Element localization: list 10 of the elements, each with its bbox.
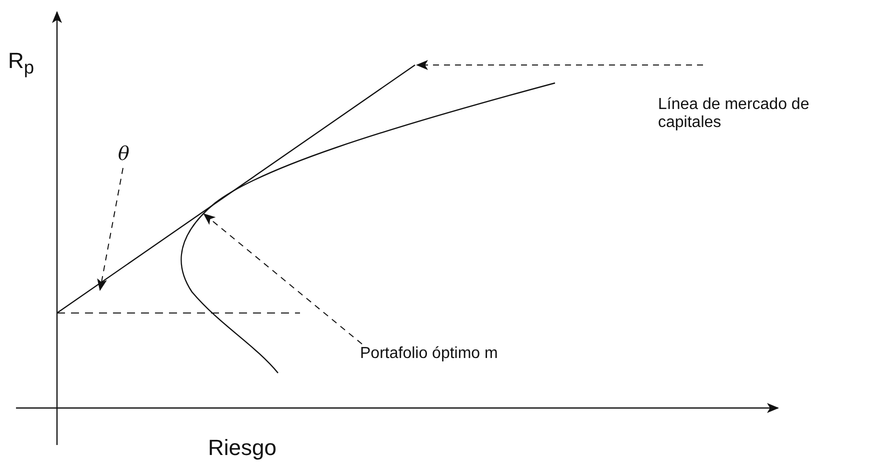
leader-arrow — [97, 168, 124, 291]
axis-label: R$_{p}$ — [8, 48, 34, 78]
line-label: Línea de mercado de capitales — [658, 96, 873, 132]
leader-arrow — [416, 60, 704, 70]
frontier-curve — [180, 82, 556, 374]
leader-arrow — [203, 213, 362, 344]
market-line — [56, 64, 416, 314]
axis-label: Riesgo — [208, 435, 276, 461]
angle-label: θ — [118, 143, 142, 165]
point-label: Portafolio óptimo m — [360, 345, 560, 363]
